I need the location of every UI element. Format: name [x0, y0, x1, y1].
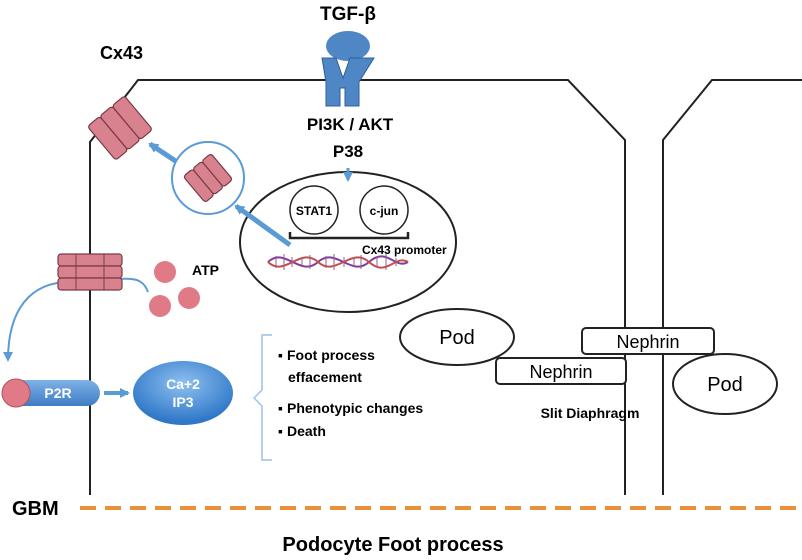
ip3-label: IP3 — [172, 394, 193, 410]
promoter-label: Cx43 promoter — [362, 243, 447, 257]
effect-line-2: effacement — [288, 369, 362, 385]
effects-bracket — [252, 334, 272, 461]
vesicle-to-membrane-arrow — [148, 141, 182, 167]
slit-diaphragm-label: Slit Diaphragm — [541, 405, 640, 421]
connexin-channel-icon — [88, 96, 152, 160]
nucleus-to-vesicle-arrow — [234, 203, 292, 248]
connexin-channel-icon — [57, 253, 123, 291]
nephrin-lower-box — [495, 357, 627, 385]
nephrin-upper-box — [581, 327, 715, 355]
stat1-circle — [289, 185, 339, 235]
effect-line-3: Phenotypic changes — [287, 400, 423, 416]
tgf-receptor-icon — [321, 31, 375, 107]
atp-release-arrow — [3, 277, 149, 362]
nucleus — [239, 171, 457, 313]
dna-helix-icon — [267, 254, 409, 270]
atp-label: ATP — [192, 262, 219, 278]
pod-right-label: Pod — [707, 374, 743, 396]
cjun-circle — [359, 185, 409, 235]
nephrin-lower-label: Nephrin — [529, 362, 592, 382]
cx43-label: Cx43 — [100, 43, 143, 63]
p2r-label: P2R — [44, 385, 71, 401]
pi3k-label: PI3K / AKT — [307, 115, 394, 134]
gbm-label: GBM — [12, 498, 59, 520]
effect-bullet-2: ▪ — [278, 400, 283, 416]
pod-right — [672, 353, 778, 415]
tgf-label: TGF-β — [320, 4, 376, 25]
pod-left-label: Pod — [439, 327, 475, 349]
cjun-label: c-jun — [370, 204, 399, 218]
caption: Podocyte Foot process — [282, 534, 503, 556]
ca-label: Ca+2 — [166, 376, 200, 392]
effect-bullet-3: ▪ — [278, 423, 283, 439]
effect-bullet-1: ▪ — [278, 347, 283, 363]
promoter-bracket — [288, 232, 410, 240]
effect-line-1: Foot process — [287, 347, 375, 363]
p38-label: P38 — [333, 142, 363, 161]
connexin-channel-icon — [183, 154, 233, 202]
stat1-label: STAT1 — [296, 204, 333, 218]
right-podocyte-outline — [662, 79, 802, 495]
ca-ip3-ellipse — [133, 361, 233, 425]
nephrin-upper-label: Nephrin — [616, 332, 679, 352]
effect-line-4: Death — [287, 423, 326, 439]
atp-molecules — [149, 261, 200, 317]
pod-left — [399, 308, 515, 366]
p2r-receptor — [1, 378, 100, 408]
